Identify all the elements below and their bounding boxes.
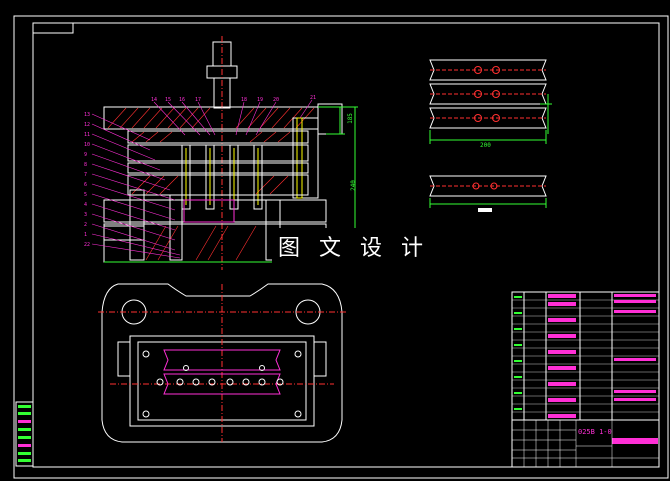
- svg-text:20: 20: [273, 97, 279, 103]
- svg-text:11: 11: [84, 132, 90, 138]
- drawing-code: 025B 1-0: [578, 428, 612, 436]
- svg-text:18: 18: [241, 97, 247, 103]
- dimension-total: 240: [349, 180, 357, 191]
- svg-text:17: 17: [195, 97, 201, 103]
- svg-text:16: 16: [179, 97, 185, 103]
- left-margin-table: [15, 401, 34, 467]
- svg-text:8: 8: [84, 162, 87, 168]
- svg-text:13: 13: [84, 112, 90, 118]
- watermark-text: 图 文 设 计: [272, 228, 435, 264]
- svg-text:1: 1: [84, 232, 87, 238]
- svg-text:9: 9: [84, 152, 87, 158]
- svg-text:21: 21: [310, 95, 316, 101]
- svg-text:5: 5: [84, 192, 87, 198]
- svg-text:15: 15: [165, 97, 171, 103]
- code-box: [32, 22, 74, 34]
- svg-text:3: 3: [84, 212, 87, 218]
- svg-text:19: 19: [257, 97, 263, 103]
- strip-layout: [429, 59, 552, 212]
- svg-text:4: 4: [84, 202, 87, 208]
- svg-text:7: 7: [84, 172, 87, 178]
- outer-frame: [13, 15, 669, 479]
- dimension-upper: 185: [346, 113, 354, 124]
- svg-text:12: 12: [84, 122, 90, 128]
- inner-frame: [32, 22, 660, 468]
- dimension-strip-width: 200: [480, 142, 491, 149]
- svg-text:14: 14: [151, 97, 157, 103]
- svg-text:10: 10: [84, 142, 90, 148]
- svg-text:22: 22: [84, 242, 90, 248]
- svg-text:2: 2: [84, 222, 87, 228]
- svg-text:6: 6: [84, 182, 87, 188]
- title-block: [511, 291, 660, 468]
- plan-view: [98, 283, 346, 443]
